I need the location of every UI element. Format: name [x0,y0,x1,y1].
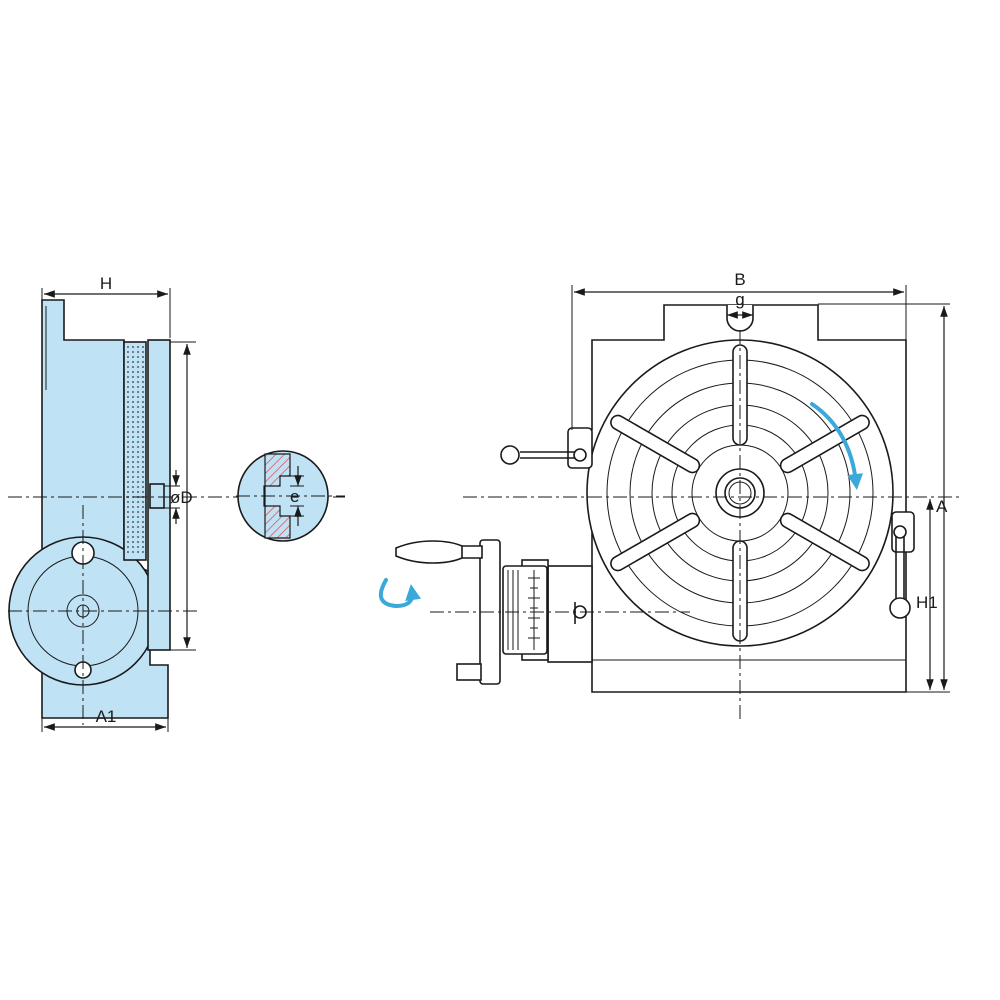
dimension-label-od: øD [170,488,193,507]
dimension-label-g: g [735,290,744,309]
locking-lever-left [500,427,593,469]
dimension-label-a1: A1 [96,707,117,726]
side-view: H A1 øD [8,274,345,732]
gear-ring [123,341,147,561]
dimension-label-b: B [734,270,745,289]
handwheel-rotation-arrow [378,578,422,609]
faceplate-rotation-arrow [810,402,864,490]
dimension-label-h: H [100,274,112,293]
gear-teeth [127,346,144,556]
dimension-label-a: A [936,497,948,516]
graduated-dial [502,565,548,655]
locking-lever-right [889,511,915,619]
dimension-label-h1: H1 [916,593,938,612]
crank-handle [395,540,483,564]
radial-t-slots [610,344,870,642]
front-view: B g A H1 [378,270,960,720]
t-slot-detail: e [236,450,345,542]
